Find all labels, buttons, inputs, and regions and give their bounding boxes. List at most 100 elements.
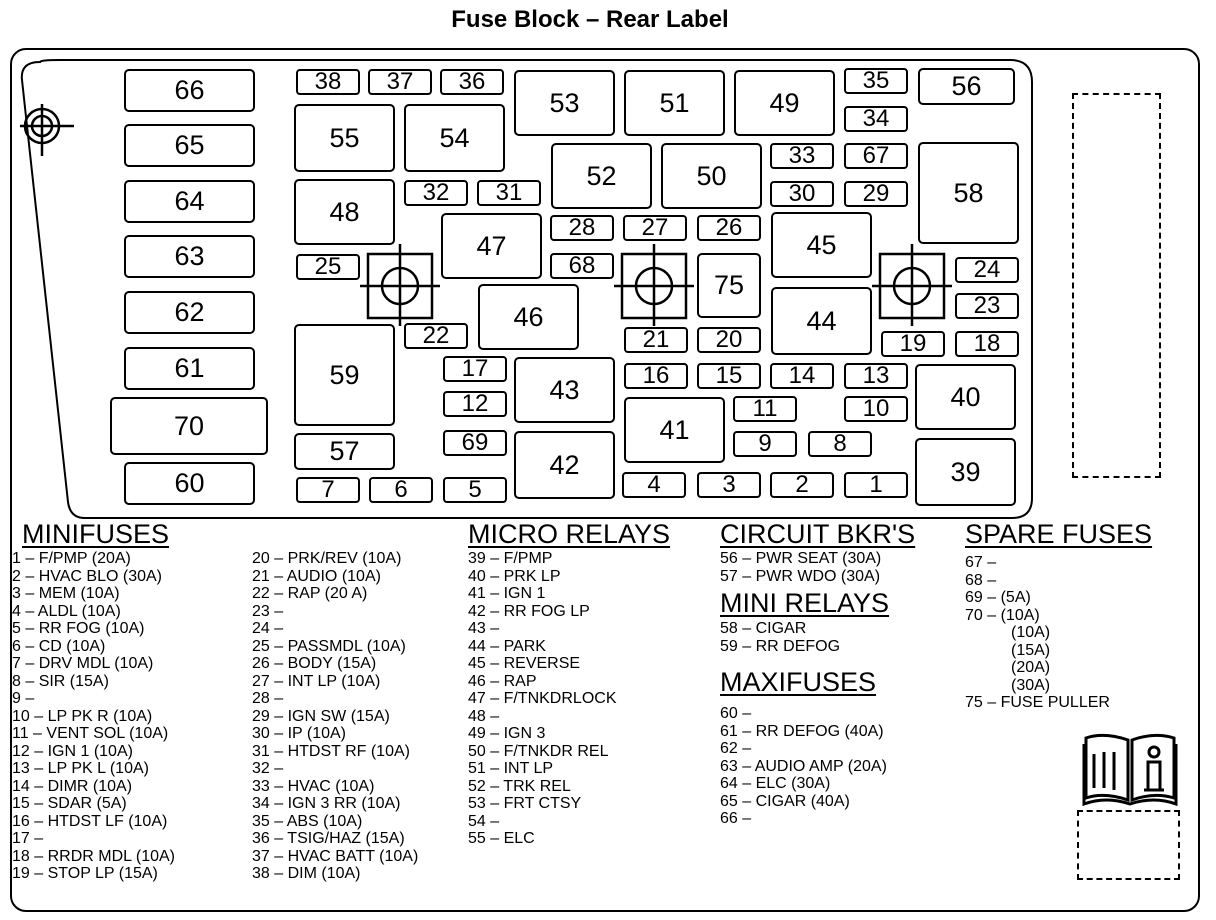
fuse-5: 5 bbox=[443, 477, 507, 503]
micro-relays-heading: MICRO RELAYS bbox=[468, 519, 671, 549]
mini-relay-item: 58 – CIGAR bbox=[720, 620, 807, 637]
fuse-12: 12 bbox=[443, 391, 507, 417]
relay-55: 55 bbox=[294, 104, 395, 172]
maxifuse-item: 65 – CIGAR (40A) bbox=[720, 792, 850, 810]
minifuse-item: 22 – RAP (20 A) bbox=[252, 585, 368, 602]
fuse-11: 11 bbox=[733, 396, 797, 422]
minifuse-item: 30 – IP (10A) bbox=[252, 725, 346, 742]
minifuse-item: 8 – SIR (15A) bbox=[12, 672, 109, 690]
micro-relay-item: 49 – IGN 3 bbox=[468, 725, 546, 742]
fuse-6: 6 bbox=[369, 477, 433, 503]
minifuse-item: 11 – VENT SOL (10A) bbox=[12, 725, 169, 742]
fuse-4: 4 bbox=[622, 472, 686, 498]
crosshair-icon bbox=[614, 244, 694, 326]
maxifuse-item: 62 – bbox=[720, 740, 752, 757]
spare-fuse-item: (20A) bbox=[1011, 659, 1051, 676]
circuit-bkrs-list: 56 – PWR SEAT (30A)57 – PWR WDO (30A) bbox=[720, 550, 915, 585]
breaker-57: 57 bbox=[294, 433, 395, 470]
minifuses-col2: 20 – PRK/REV (10A)21 – AUDIO (10A)22 – R… bbox=[252, 550, 418, 883]
minifuse-item: 24 – bbox=[252, 620, 284, 637]
fuse-24: 24 bbox=[955, 257, 1019, 283]
owners-manual-icon bbox=[1082, 733, 1178, 806]
fuse-65: 65 bbox=[124, 124, 255, 167]
relay-52: 52 bbox=[551, 143, 652, 209]
mini-relays-heading: MINI RELAYS bbox=[720, 588, 890, 618]
crosshair-icon bbox=[872, 244, 952, 326]
minifuse-item: 38 – DIM (10A) bbox=[252, 865, 361, 882]
spare-fuses-section: SPARE FUSES 67 –68 –69 – (5A)70 – (10A)(… bbox=[965, 519, 1152, 712]
circuit-bkrs-heading: CIRCUIT BKR'S bbox=[720, 519, 916, 549]
fuse-28: 28 bbox=[550, 215, 614, 241]
minifuse-item: 4 – ALDL (10A) bbox=[12, 602, 121, 620]
fuse-36: 36 bbox=[440, 69, 504, 95]
maxifuse-item: 66 – bbox=[720, 810, 752, 827]
minifuse-item: 20 – PRK/REV (10A) bbox=[252, 550, 402, 567]
maxifuse-item: 60 – bbox=[720, 705, 752, 722]
minifuse-item: 19 – STOP LP (15A) bbox=[12, 865, 158, 882]
crosshair-icon bbox=[360, 244, 440, 326]
fuse-7: 7 bbox=[296, 477, 360, 503]
micro-relay-item: 44 – PARK bbox=[468, 637, 546, 655]
fuse-60: 60 bbox=[124, 462, 255, 505]
spare-fuse-item: (30A) bbox=[1011, 676, 1051, 694]
fuse-2: 2 bbox=[770, 472, 834, 498]
circuit-bkrs-section: CIRCUIT BKR'S 56 – PWR SEAT (30A)57 – PW… bbox=[720, 519, 915, 585]
mini-relay-item: 59 – RR DEFOG bbox=[720, 637, 841, 655]
minifuse-item: 2 – HVAC BLO (30A) bbox=[12, 567, 162, 585]
micro-relay-item: 47 – F/TNKDRLOCK bbox=[468, 690, 617, 707]
relay-44: 44 bbox=[771, 287, 872, 355]
relay-49: 49 bbox=[734, 70, 835, 136]
spare-fuses-list: 67 –68 –69 – (5A)70 – (10A)(10A)(15A)(20… bbox=[965, 554, 1152, 712]
spare-fuse-item: 68 – bbox=[965, 571, 997, 589]
maxifuse-item: 64 – ELC (30A) bbox=[720, 775, 831, 792]
relay-54: 54 bbox=[404, 104, 505, 172]
crosshair-icon bbox=[20, 104, 74, 156]
fuse-33: 33 bbox=[770, 143, 834, 169]
fuse-20: 20 bbox=[697, 327, 761, 353]
fuse-17: 17 bbox=[443, 356, 507, 382]
spare-fuse-item: 70 – (10A) bbox=[965, 606, 1040, 624]
micro-relay-item: 40 – PRK LP bbox=[468, 567, 561, 585]
minifuse-item: 28 – bbox=[252, 690, 284, 707]
fuse-70: 70 bbox=[110, 397, 268, 455]
minifuse-item: 16 – HTDST LF (10A) bbox=[12, 812, 168, 830]
fuse-26: 26 bbox=[697, 215, 761, 241]
label-frame bbox=[10, 48, 1200, 912]
dashed-outline-bottom bbox=[1077, 810, 1180, 880]
minifuse-item: 18 – RRDR MDL (10A) bbox=[12, 847, 176, 865]
relay-43: 43 bbox=[514, 357, 615, 423]
fuse-21: 21 bbox=[624, 327, 688, 353]
minifuse-item: 26 – BODY (15A) bbox=[252, 655, 377, 672]
minifuse-item: 31 – HTDST RF (10A) bbox=[252, 742, 410, 760]
minifuse-item: 17 – bbox=[12, 830, 44, 847]
page-title: Fuse Block – Rear Label bbox=[451, 6, 729, 33]
maxifuses-section: MAXIFUSES 60 –61 – RR DEFOG (40A)62 –63 … bbox=[720, 667, 887, 828]
minifuse-item: 1 – F/PMP (20A) bbox=[12, 550, 131, 567]
fuse-16: 16 bbox=[624, 363, 688, 389]
micro-relay-item: 48 – bbox=[468, 707, 500, 725]
fuse-68: 68 bbox=[550, 253, 614, 279]
minifuses-col1: 1 – F/PMP (20A)2 – HVAC BLO (30A)3 – MEM… bbox=[12, 550, 175, 883]
minifuses-list-2: 20 – PRK/REV (10A)21 – AUDIO (10A)22 – R… bbox=[252, 550, 418, 883]
minifuse-item: 36 – TSIG/HAZ (15A) bbox=[252, 830, 405, 847]
minifuse-item: 14 – DIMR (10A) bbox=[12, 777, 133, 795]
fuse-63: 63 bbox=[124, 235, 255, 278]
minifuse-item: 21 – AUDIO (10A) bbox=[252, 567, 381, 585]
fuse-9: 9 bbox=[733, 431, 797, 457]
fuse-1: 1 bbox=[844, 472, 908, 498]
dashed-outline-top bbox=[1072, 93, 1161, 478]
spare-fuse-item: 69 – (5A) bbox=[965, 589, 1031, 606]
fuse-23: 23 bbox=[955, 293, 1019, 319]
fuse-8: 8 bbox=[808, 431, 872, 457]
relay-46: 46 bbox=[478, 284, 579, 350]
circuit-breaker-item: 57 – PWR WDO (30A) bbox=[720, 567, 881, 585]
minifuse-item: 37 – HVAC BATT (10A) bbox=[252, 847, 419, 865]
minifuse-item: 13 – LP PK L (10A) bbox=[12, 760, 149, 777]
relay-75: 75 bbox=[697, 253, 761, 318]
fuse-34: 34 bbox=[844, 106, 908, 132]
fuse-19: 19 bbox=[881, 331, 945, 357]
